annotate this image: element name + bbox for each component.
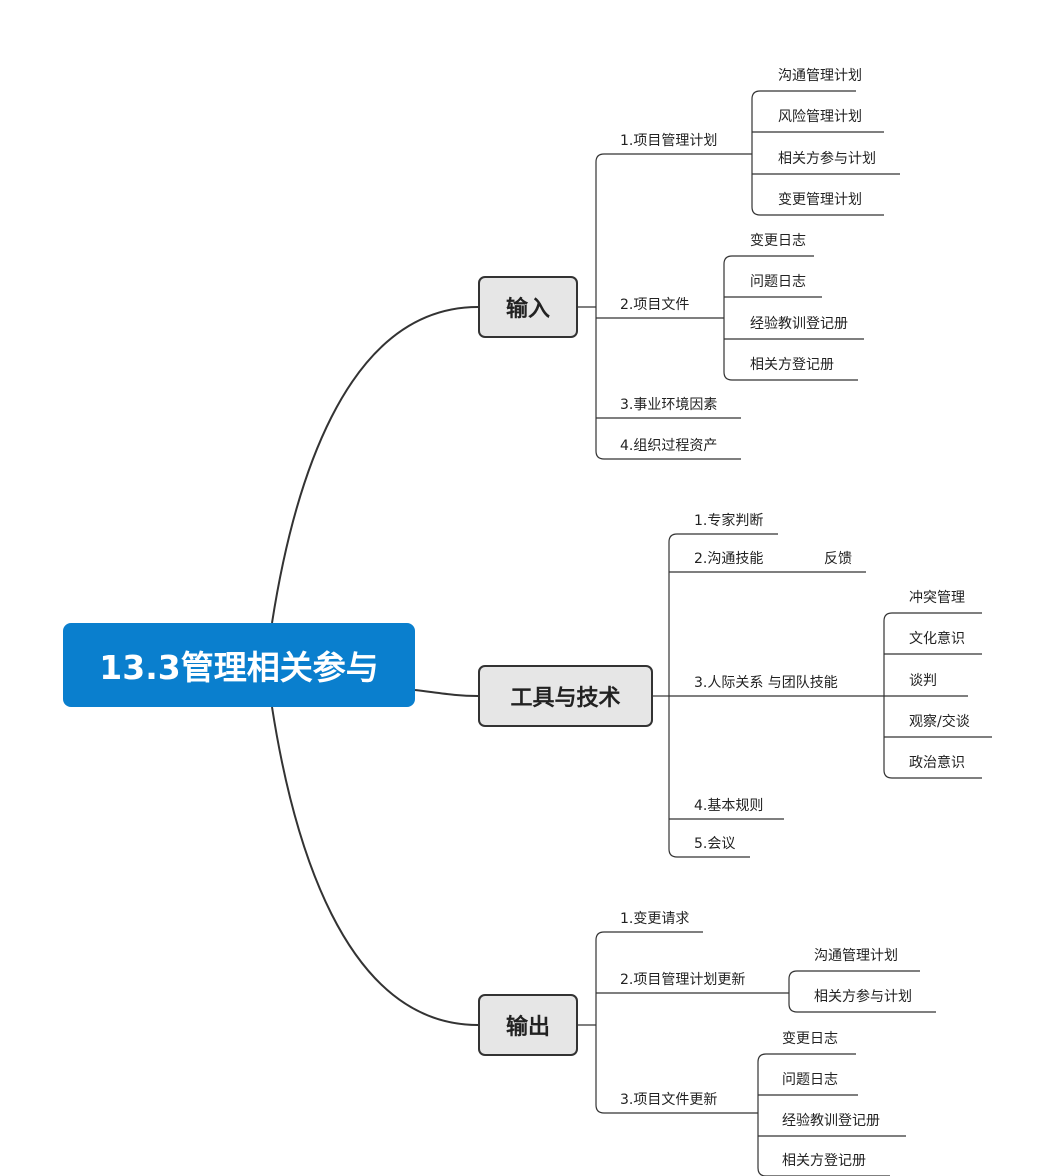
subtopic-label[interactable]: 5.会议 <box>694 836 736 852</box>
subtopic-label[interactable]: 1.项目管理计划 <box>620 133 718 149</box>
leaf-topic-label[interactable]: 文化意识 <box>909 631 965 647</box>
leaf-topic-label[interactable]: 相关方参与计划 <box>778 151 876 167</box>
leaf-topic-label[interactable]: 谈判 <box>909 673 937 689</box>
leaf-topic-label[interactable]: 冲突管理 <box>909 590 965 606</box>
subtopic-label[interactable]: 1.专家判断 <box>694 513 764 529</box>
connector-line <box>883 612 982 696</box>
connector-line <box>751 90 856 154</box>
connector-line <box>723 318 858 381</box>
subtopic-label[interactable]: 1.变更请求 <box>620 911 690 927</box>
connector-line <box>723 255 814 318</box>
connector-line <box>271 706 479 1026</box>
connector-line <box>595 931 703 1025</box>
connector-line <box>668 533 778 696</box>
leaf-topic-label[interactable]: 沟通管理计划 <box>814 948 898 964</box>
leaf-topic-label[interactable]: 沟通管理计划 <box>778 68 862 84</box>
connector-line <box>595 153 752 307</box>
connector-line <box>595 1025 758 1114</box>
leaf-topic-label[interactable]: 相关方参与计划 <box>814 989 912 1005</box>
leaf-topic-label[interactable]: 经验教训登记册 <box>782 1113 880 1129</box>
leaf-topic-label[interactable]: 变更日志 <box>782 1031 838 1047</box>
connector-line <box>271 306 479 624</box>
leaf-topic-label[interactable]: 政治意识 <box>909 755 965 771</box>
leaf-topic-label[interactable]: 相关方登记册 <box>782 1153 866 1169</box>
main-topic[interactable]: 输出 <box>478 994 578 1056</box>
leaf-topic-label[interactable]: 变更管理计划 <box>778 192 862 208</box>
connector-line <box>757 1053 856 1113</box>
subtopic-label[interactable]: 4.组织过程资产 <box>620 438 718 454</box>
subtopic-label[interactable]: 2.沟通技能 <box>694 551 764 567</box>
connector-line <box>668 696 750 858</box>
leaf-topic-label[interactable]: 反馈 <box>824 551 852 567</box>
subtopic-label[interactable]: 2.项目管理计划更新 <box>620 972 746 988</box>
subtopic-label[interactable]: 3.项目文件更新 <box>620 1092 718 1108</box>
connector-line <box>788 970 920 993</box>
connector-line <box>788 993 936 1013</box>
root-topic[interactable]: 13.3管理相关参与 <box>63 623 415 707</box>
connector-line <box>595 307 741 460</box>
leaf-topic-label[interactable]: 问题日志 <box>782 1072 838 1088</box>
connector-line <box>414 689 479 697</box>
subtopic-label[interactable]: 3.事业环境因素 <box>620 397 718 413</box>
leaf-topic-label[interactable]: 经验教训登记册 <box>750 316 848 332</box>
leaf-topic-label[interactable]: 问题日志 <box>750 274 806 290</box>
subtopic-label[interactable]: 4.基本规则 <box>694 798 764 814</box>
main-topic[interactable]: 输入 <box>478 276 578 338</box>
leaf-topic-label[interactable]: 相关方登记册 <box>750 357 834 373</box>
subtopic-label[interactable]: 2.项目文件 <box>620 297 690 313</box>
leaf-topic-label[interactable]: 变更日志 <box>750 233 806 249</box>
connector-line <box>751 154 884 216</box>
subtopic-label[interactable]: 3.人际关系 与团队技能 <box>694 675 838 691</box>
main-topic[interactable]: 工具与技术 <box>478 665 653 727</box>
leaf-topic-label[interactable]: 观察/交谈 <box>909 714 970 730</box>
connector-line <box>883 696 982 779</box>
leaf-topic-label[interactable]: 风险管理计划 <box>778 109 862 125</box>
